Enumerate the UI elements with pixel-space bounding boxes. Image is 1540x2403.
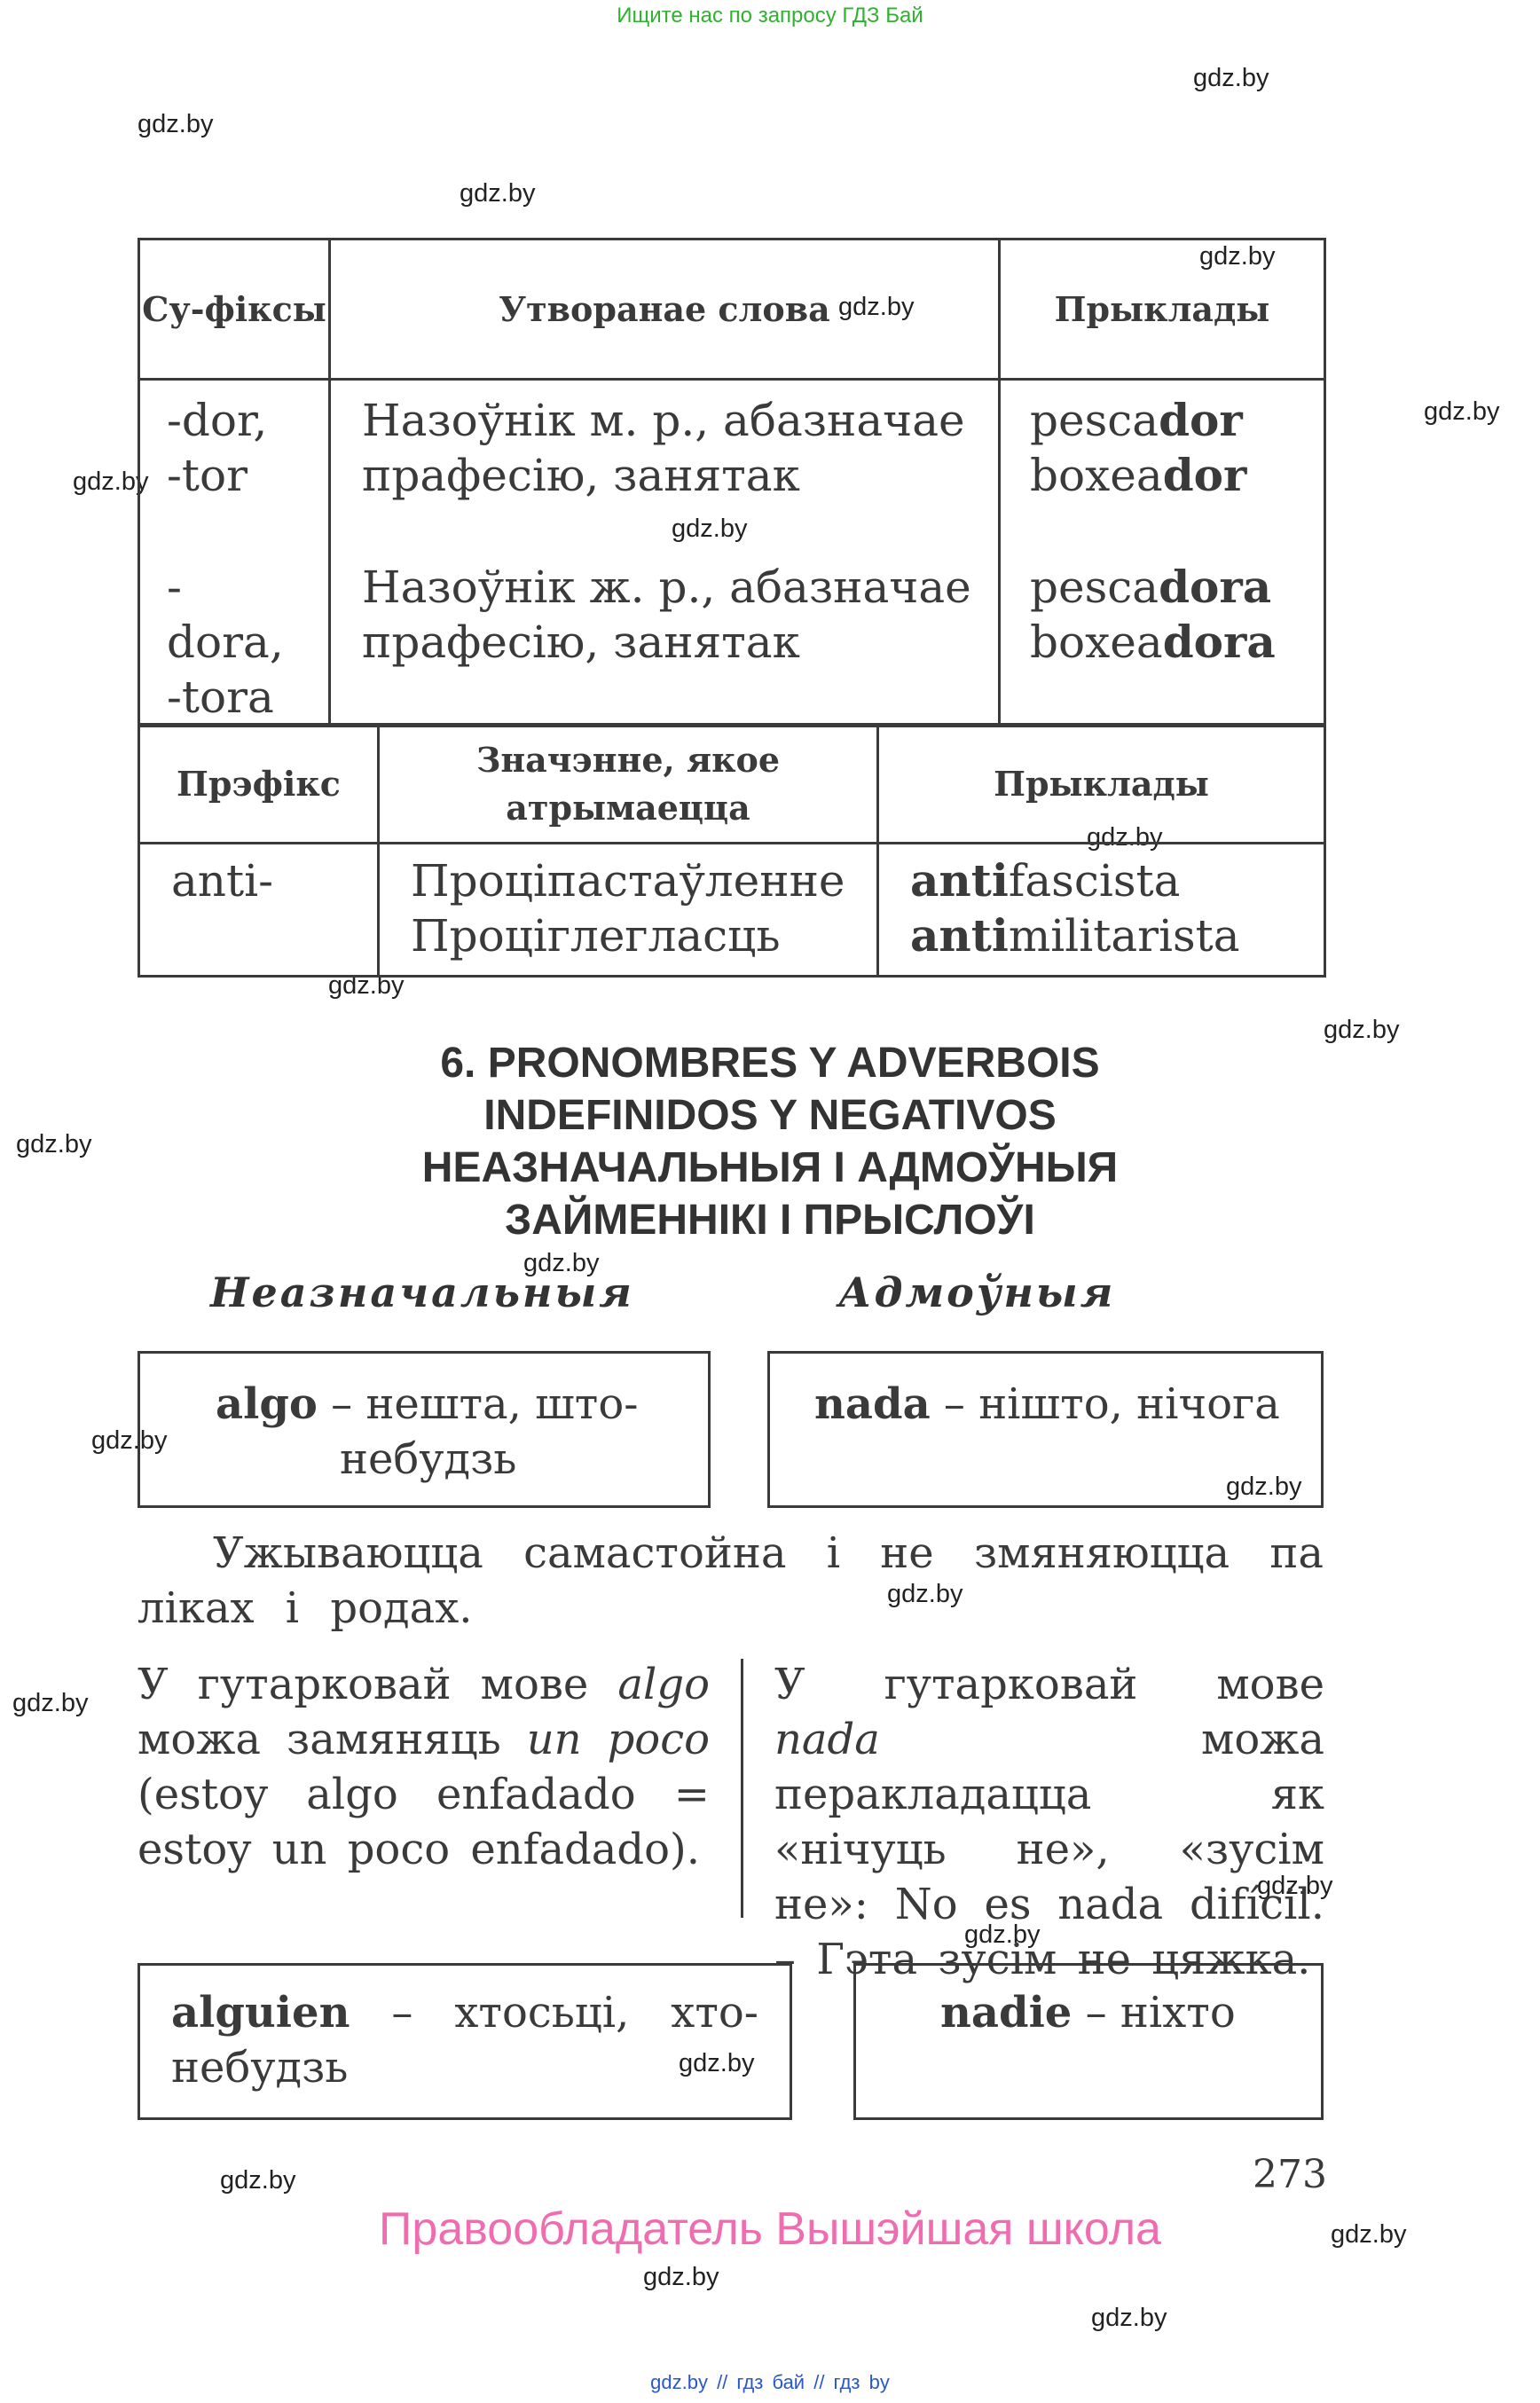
watermark: gdz.by — [460, 179, 536, 208]
example-word: antifascista — [910, 854, 1181, 907]
example-word: pescadora — [1030, 561, 1272, 613]
column-heading-indefinite: Неазначальныя — [210, 1268, 634, 1316]
example-word: boxeador — [1030, 449, 1247, 501]
watermark: gdz.by — [1424, 397, 1500, 426]
watermark: gdz.by — [1091, 2304, 1167, 2332]
watermark: gdz.by — [138, 110, 214, 138]
note-right: У гутарковай мове nada можа перакладацца… — [774, 1660, 1324, 1984]
table-row: anti- Проціпастаўленне Проціглегласць an… — [138, 842, 1326, 978]
prefix-cell: anti- — [138, 842, 380, 978]
watermark: gdz.by — [16, 1130, 92, 1158]
section-title-line: НЕАЗНАЧАЛЬНЫЯ І АДМОЎНЫЯ — [421, 1144, 1119, 1191]
watermark: gdz.by — [1257, 1872, 1333, 1900]
watermark: gdz.by — [12, 1689, 89, 1717]
footer-links[interactable]: gdz.by // гдз бай // гдз by — [650, 2371, 890, 2393]
meaning-cell: Назоўнік м. р., абазначае прафесію, заня… — [362, 395, 965, 501]
col-header-examples: Прыклады — [998, 238, 1326, 381]
box-algo: algo – нешта, што- небудзь — [138, 1351, 711, 1508]
column-heading-negative: Адмоўныя — [838, 1268, 1116, 1316]
watermark: gdz.by — [73, 467, 149, 496]
watermark: gdz.by — [679, 2049, 755, 2077]
watermark: gdz.by — [1226, 1472, 1302, 1501]
rights-holder: Правообладатель Вышэйшая школа — [379, 2203, 1161, 2255]
example-word: pescador — [1030, 394, 1243, 446]
note-left: У гутарковай мове algo можа замяняць un … — [138, 1660, 710, 1874]
col-header-prefix: Прэфікс — [138, 723, 380, 844]
watermark: gdz.by — [1324, 1016, 1400, 1044]
usage-paragraph: Ужываюцца самастойна і не змяняюцца па л… — [138, 1528, 1324, 1633]
prefix-table: Прэфікс Значэнне, якое атрымаецца Прыкла… — [138, 723, 1326, 978]
col-header-suffix: Су-фіксы — [138, 238, 331, 381]
top-note[interactable]: Ищите нас по запросу ГДЗ Бай — [617, 4, 923, 27]
table-header-row: Прэфікс Значэнне, якое атрымаецца Прыкла… — [138, 723, 1326, 844]
example-word: antimilitarista — [910, 909, 1240, 962]
watermark: gdz.by — [1331, 2220, 1407, 2249]
box-nadie: nadie – ніхто — [853, 1963, 1324, 2120]
watermark: gdz.by — [523, 1249, 600, 1277]
suffix-cell: -dor, -tor — [167, 395, 268, 501]
watermark: gdz.by — [964, 1920, 1041, 1949]
watermark: gdz.by — [1193, 64, 1269, 92]
watermark: gdz.by — [643, 2263, 719, 2291]
watermark: gdz.by — [887, 1580, 963, 1608]
watermark: gdz.by — [91, 1426, 168, 1455]
suffix-table: Су-фіксы Утворанае слова Прыклады -dor, … — [138, 238, 1326, 727]
col-header-formed-word: Утворанае слова — [328, 238, 1001, 381]
meaning-cell: Назоўнік ж. р., абазначае прафесію, заня… — [362, 561, 971, 668]
box-alguien: alguien – хтосьці, хто-небудзь — [138, 1963, 792, 2120]
section-title-line: 6. PRONOMBRES Y ADVERBOIS — [440, 1040, 1100, 1087]
example-word: boxeadora — [1030, 616, 1276, 668]
page-number: 273 — [1253, 2152, 1327, 2197]
section-title-line: INDEFINIDOS Y NEGATIVOS — [483, 1092, 1057, 1139]
divider — [741, 1659, 743, 1918]
suffix-cell: -dora, -tora — [167, 561, 284, 723]
table-header-row: Су-фіксы Утворанае слова Прыклады — [138, 238, 1326, 381]
meaning-cell: Проціпастаўленне — [411, 855, 845, 907]
col-header-examples: Прыклады — [876, 723, 1326, 844]
section-title-line: ЗАЙМЕННІКІ І ПРЫСЛОЎІ — [505, 1197, 1035, 1244]
col-header-meaning: Значэнне, якое атрымаецца — [377, 723, 879, 844]
watermark: gdz.by — [220, 2166, 296, 2195]
meaning-cell: Проціглегласць — [411, 910, 781, 962]
box-nada: nada – нішто, нічога — [767, 1351, 1324, 1508]
table-row: -dor, -tor -dora, -tora Назоўнік м. р., … — [138, 378, 1326, 727]
